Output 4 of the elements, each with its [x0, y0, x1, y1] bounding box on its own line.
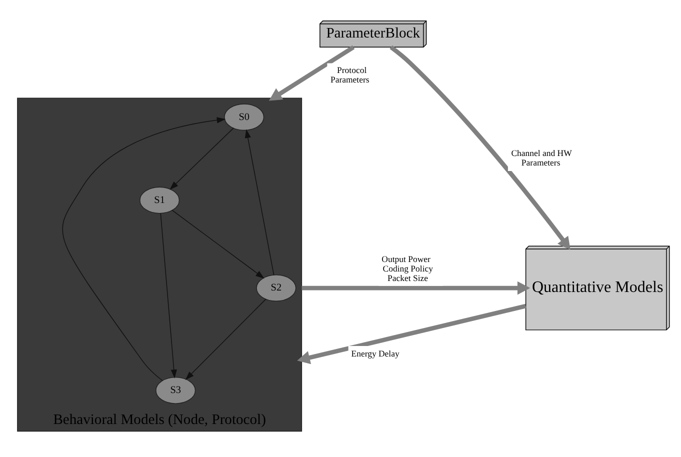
edge-label: Protocol Parameters — [330, 64, 370, 84]
edge-label: Output Power Coding Policy Packet Size — [382, 253, 434, 282]
edge-label: Energy Delay — [351, 348, 400, 358]
edge-label: Channel and HW Parameters — [511, 148, 572, 168]
